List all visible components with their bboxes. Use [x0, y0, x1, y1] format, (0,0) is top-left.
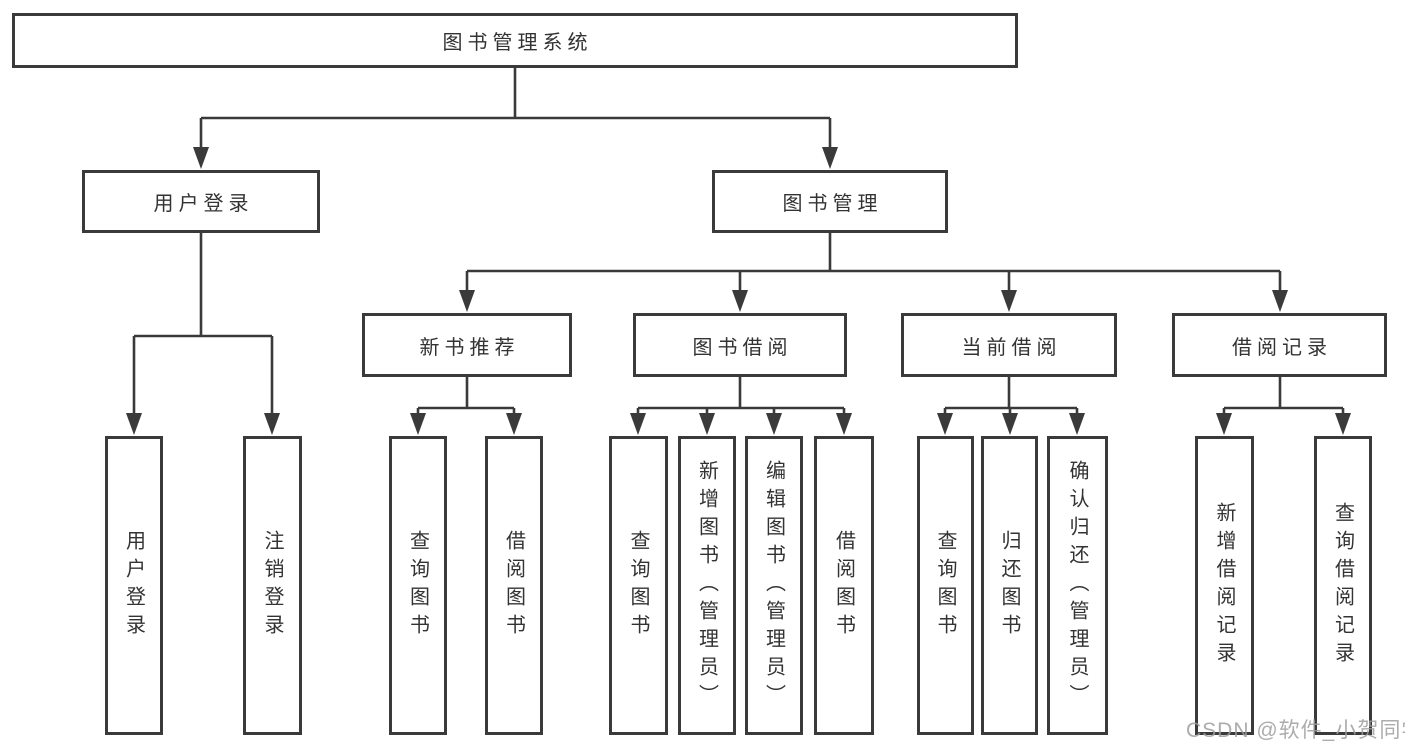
leaf-add-borrow-record: 新增借阅记录: [1195, 436, 1254, 735]
node-new-book-recommendation: 新书推荐: [362, 313, 572, 377]
node-borrowing-records: 借阅记录: [1172, 313, 1387, 377]
node-user-login: 用户登录: [82, 170, 320, 233]
leaf-borrow-books: 借阅图书: [814, 436, 874, 735]
node-book-borrowing: 图书借阅: [633, 313, 847, 377]
leaf-user-login: 用户登录: [105, 436, 163, 735]
leaf-edit-books-admin: 编辑图书（管理员）: [745, 436, 803, 735]
leaf-return-books: 归还图书: [981, 436, 1038, 735]
csdn-watermark: CSDN @软件_小贺同学: [1186, 719, 1405, 742]
node-book-management: 图书管理: [712, 170, 948, 233]
leaf-borrow-books-recommend: 借阅图书: [485, 436, 543, 735]
leaf-query-borrow-record: 查询借阅记录: [1314, 436, 1372, 735]
leaf-logout: 注销登录: [243, 436, 302, 735]
leaf-query-books-recommend: 查询图书: [389, 436, 447, 735]
leaf-confirm-return-admin: 确认归还（管理员）: [1047, 436, 1108, 735]
node-current-borrowing: 当前借阅: [901, 313, 1117, 377]
leaf-add-books-admin: 新增图书（管理员）: [678, 436, 736, 735]
node-library-management-system: 图书管理系统: [12, 13, 1018, 68]
leaf-query-books-current: 查询图书: [917, 436, 974, 735]
leaf-query-books-borrow: 查询图书: [609, 436, 668, 735]
